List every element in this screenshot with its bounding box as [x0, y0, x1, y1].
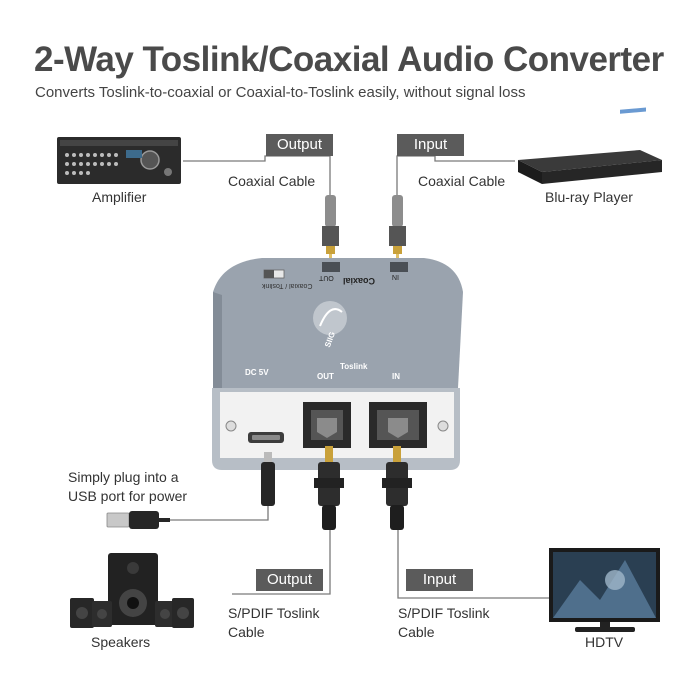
line-bluray-to-coax	[396, 155, 515, 195]
spdif-left-label: S/PDIF Toslink Cable	[228, 604, 320, 642]
front-out-label: OUT	[317, 372, 334, 381]
hdtv-icon	[549, 548, 660, 632]
converter-device	[212, 258, 463, 470]
spdif-right-label: S/PDIF Toslink Cable	[398, 604, 490, 642]
spdif-right-line1: S/PDIF Toslink	[398, 605, 490, 621]
bluray-player-icon	[518, 107, 662, 184]
top-out-label: OUT	[319, 274, 334, 281]
line-hdtv-to-toslink	[397, 530, 549, 599]
amplifier-label: Amplifier	[92, 189, 147, 205]
toslink-label: Toslink	[340, 362, 368, 371]
top-coaxial-label: Coaxial	[343, 276, 376, 286]
dc-label: DC 5V	[245, 368, 269, 377]
spdif-left-line2: Cable	[228, 624, 265, 640]
amplifier-icon	[57, 137, 181, 184]
tag-bottom-output: Output	[256, 569, 323, 591]
spdif-right-line2: Cable	[398, 624, 435, 640]
tag-bottom-input: Input	[406, 569, 473, 591]
speakers-icon	[70, 553, 194, 628]
line-speakers-to-toslink	[232, 530, 331, 595]
toslink-cable-left-icon	[314, 446, 344, 530]
coax-cable-right-icon	[389, 195, 406, 260]
usb-power-note: Simply plug into a USB port for power	[68, 468, 187, 506]
line-amplifier-to-coax	[183, 155, 331, 195]
usb-note-line1: Simply plug into a	[68, 469, 179, 485]
hdtv-label: HDTV	[585, 634, 624, 650]
coax-cable-left-icon	[322, 195, 339, 260]
usb-cable-icon	[106, 452, 275, 529]
coax-cable-left-label: Coaxial Cable	[228, 173, 316, 189]
page-subtitle: Converts Toslink-to-coaxial or Coaxial-t…	[35, 84, 526, 101]
front-in-label: IN	[392, 372, 400, 381]
spdif-left-line1: S/PDIF Toslink	[228, 605, 320, 621]
bluray-label: Blu-ray Player	[545, 189, 633, 205]
page-title: 2-Way Toslink/Coaxial Audio Converter	[34, 40, 664, 79]
speakers-label: Speakers	[91, 634, 151, 650]
usb-note-line2: USB port for power	[68, 488, 188, 504]
top-in-label: IN	[392, 273, 399, 280]
connector-lines	[170, 155, 549, 599]
tag-top-input: Input	[397, 134, 464, 156]
line-usb-power	[170, 505, 269, 521]
tag-top-output: Output	[266, 134, 333, 156]
toslink-cable-right-icon	[382, 446, 412, 530]
switch-label: Coaxial / Toslink	[262, 282, 313, 289]
coax-cable-right-label: Coaxial Cable	[418, 173, 506, 189]
